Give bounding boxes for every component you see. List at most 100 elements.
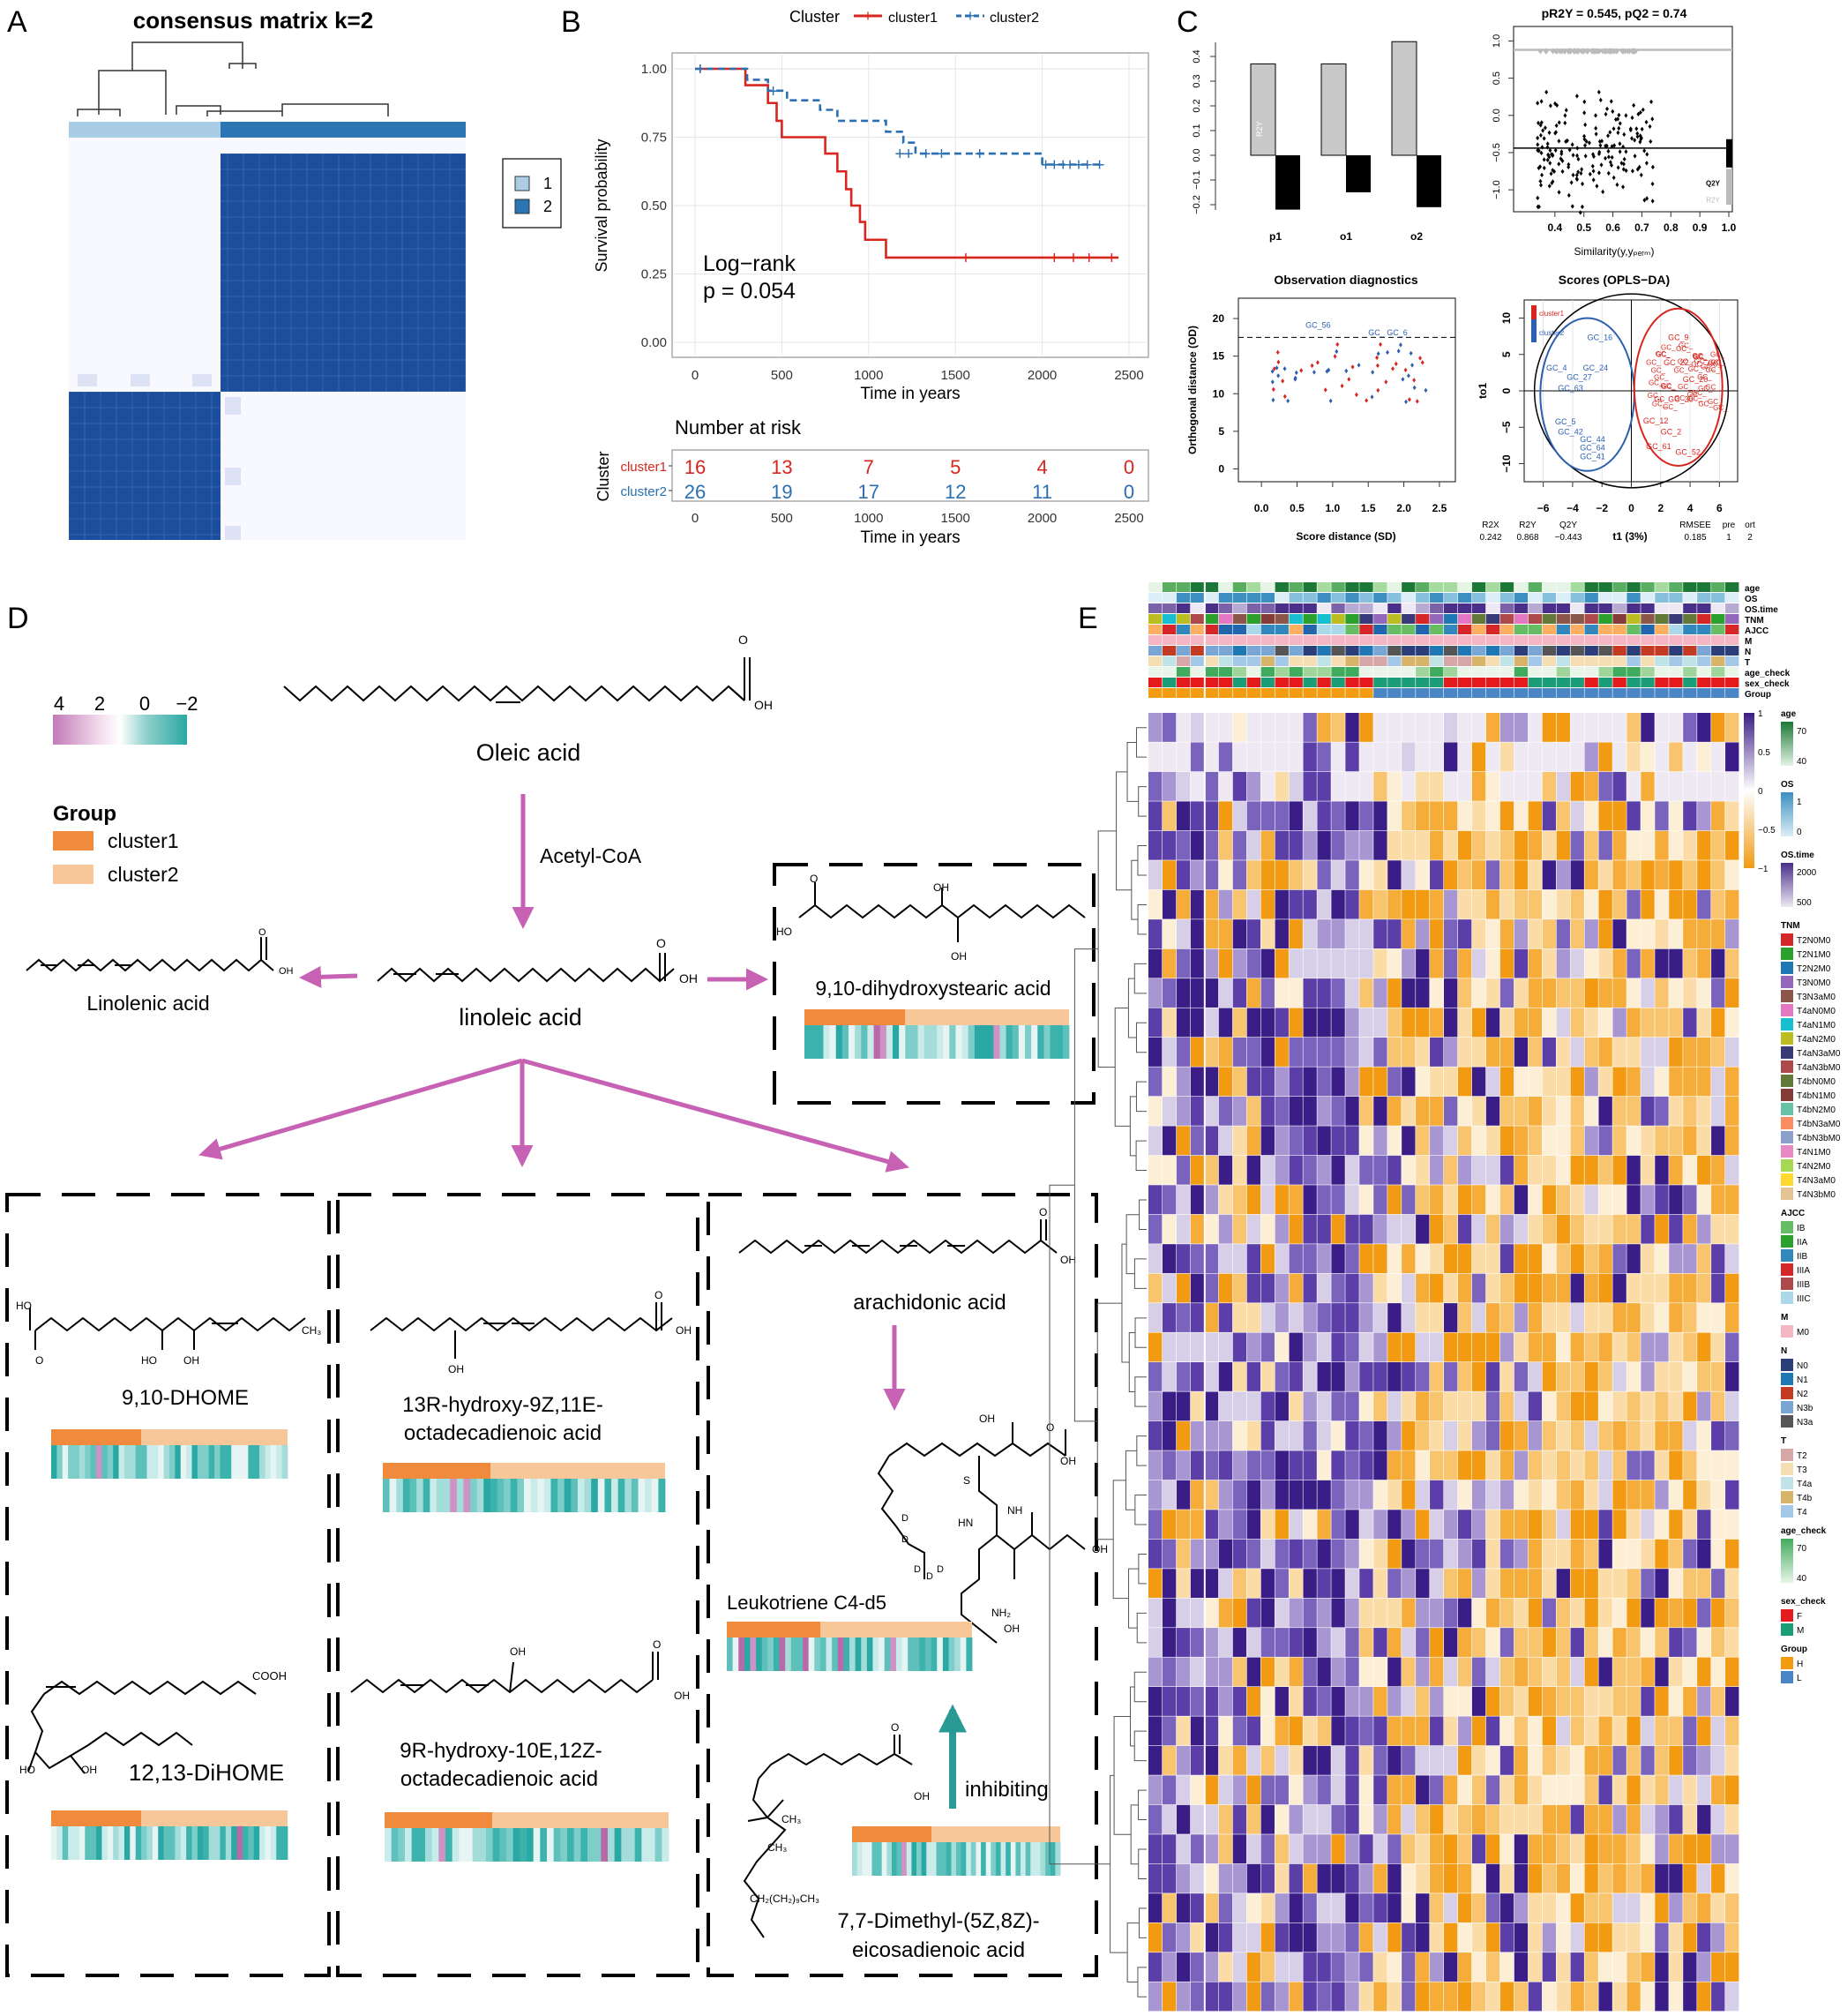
heatmap-cell	[1387, 742, 1402, 772]
heatmap-cell	[1218, 1480, 1233, 1510]
annotation-cell	[1485, 678, 1500, 687]
annotation-cell	[1373, 646, 1387, 656]
annotation-cell	[1430, 678, 1444, 687]
annotation-cell	[1556, 582, 1570, 592]
annotation-cell	[1711, 635, 1725, 645]
heatmap-cell	[1612, 1952, 1626, 1982]
heatmap-cell	[1697, 889, 1711, 919]
heatmap-cell	[1162, 1038, 1177, 1067]
heatmap-cell	[1359, 1598, 1373, 1628]
heatmap-cell	[1499, 1539, 1514, 1569]
heat-cell	[819, 1638, 826, 1671]
heatmap-cell	[1711, 771, 1725, 801]
perm-q2-point: ♦	[1571, 150, 1575, 159]
heatmap-cell	[1669, 1922, 1683, 1952]
risk-value: 16	[684, 456, 706, 478]
heatmap-cell	[1176, 1687, 1191, 1716]
heatmap-cell	[1204, 1982, 1219, 2012]
annotation-cell	[1584, 593, 1598, 603]
annotation-cell	[1359, 688, 1373, 698]
heatmap-cell	[1430, 1273, 1444, 1303]
heatmap-cell	[1317, 1214, 1331, 1244]
perm-q2-point: ♦	[1567, 146, 1572, 154]
y-tick-label: 0.4	[1192, 49, 1202, 63]
annotation-cell	[1570, 603, 1584, 613]
dendrogram-branch	[1125, 1214, 1140, 1275]
perm-r2-point: ♦	[1550, 45, 1555, 57]
legend-title: AJCC	[1781, 1209, 1805, 1218]
heatmap-cell	[1148, 771, 1163, 801]
heat-cell	[855, 1638, 862, 1671]
heatmap-cell	[1528, 1804, 1543, 1834]
heatmap-cell	[1373, 1362, 1387, 1391]
heatmap-cell	[1683, 1834, 1697, 1864]
heat-cell	[761, 1638, 768, 1671]
heatmap-cell	[1387, 1745, 1402, 1775]
risk-value: 11	[1032, 481, 1052, 503]
heatmap-cell	[1260, 713, 1275, 742]
risk-value: 12	[945, 481, 966, 503]
heatmap-cell	[1612, 1922, 1626, 1952]
heatmap-cell	[1444, 1745, 1458, 1775]
perm-q2-point: ♦	[1639, 108, 1643, 116]
annotation-cell	[1218, 603, 1233, 613]
heat-cell	[1050, 1842, 1056, 1876]
heatmap-cell	[1246, 1126, 1261, 1156]
heat-cell	[942, 1638, 949, 1671]
dendrogram-branch	[1134, 1317, 1147, 1348]
heatmap-cell	[1556, 1539, 1570, 1569]
heatmap-cell	[1471, 1834, 1486, 1864]
heatmap-cell	[1528, 1745, 1543, 1775]
heatmap-cell	[1204, 1303, 1219, 1332]
heatmap-cell	[1697, 1922, 1711, 1952]
heatmap-cell	[1514, 1804, 1529, 1834]
annotation-cell	[1275, 656, 1289, 666]
heatmap-cell	[1584, 1598, 1598, 1628]
censor-mark: +	[1084, 249, 1095, 268]
diag-point: ♦	[1293, 375, 1297, 384]
perm-q2-point: ♦	[1649, 97, 1654, 106]
heatmap-cell	[1289, 1362, 1303, 1391]
heatmap-cell	[1373, 948, 1387, 978]
heatmap-cell	[1499, 1628, 1514, 1657]
heatmap-cell	[1303, 1450, 1317, 1480]
heatmap-cell	[1697, 978, 1711, 1008]
heatmap-cell	[1457, 801, 1472, 831]
heatmap-cell	[1317, 1893, 1331, 1923]
heatmap-cell	[1683, 1155, 1697, 1185]
heatmap-cell	[1528, 1480, 1543, 1510]
heatmap-cell	[1711, 1804, 1725, 1834]
heat-cell	[158, 1826, 165, 1860]
heatmap-cell	[1387, 978, 1402, 1008]
heat-cell	[409, 1479, 417, 1512]
risk-x-tick: 2500	[1114, 511, 1143, 526]
heatmap-cell	[1584, 1628, 1598, 1657]
annotation-cell	[1584, 667, 1598, 677]
heatmap-cell	[1176, 1539, 1191, 1569]
annotation-cell	[1345, 625, 1359, 634]
heatmap-cell	[1275, 1775, 1289, 1805]
annotation-cell	[1711, 646, 1725, 656]
heatmap-cell	[1190, 978, 1205, 1008]
heatmap-cell	[1402, 1952, 1416, 1982]
annotation-cell	[1697, 582, 1711, 592]
heatmap-cell	[1598, 1155, 1612, 1185]
legend-swatch	[1781, 1103, 1793, 1115]
y-tick-label: 0.25	[641, 267, 667, 282]
dendrogram-branch	[1097, 830, 1117, 1068]
heatmap-cell	[1430, 1952, 1444, 1982]
heatmap-cell	[1542, 1126, 1557, 1156]
heatmap-cell	[1457, 1775, 1472, 1805]
heat-cell	[1000, 1842, 1006, 1876]
annotation-cell	[1402, 646, 1416, 656]
heatmap-cell	[1669, 1480, 1683, 1510]
heat-cell	[1025, 1025, 1032, 1059]
score-label: GC_2	[1661, 428, 1682, 437]
perm-q2-point: ♦	[1539, 180, 1544, 189]
x-tick-label: 4	[1687, 502, 1694, 514]
heatmap-cell	[1387, 1804, 1402, 1834]
heatmap-cell	[1289, 1510, 1303, 1540]
heat-cell	[1031, 1025, 1038, 1059]
atom-oh: OH	[676, 1324, 692, 1337]
heatmap-cell	[1725, 801, 1739, 831]
